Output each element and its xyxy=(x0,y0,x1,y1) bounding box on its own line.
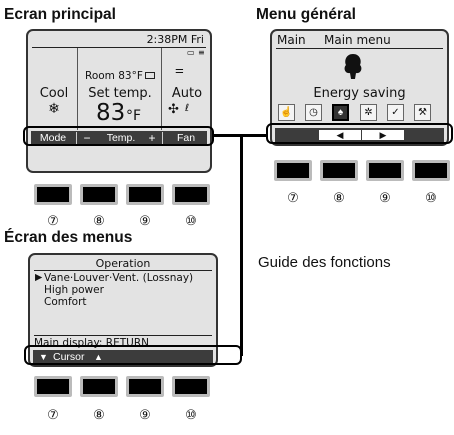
function-button-f1[interactable] xyxy=(274,160,312,181)
button-number-10: ⑩ xyxy=(425,190,437,205)
vane-icon: ≡ xyxy=(198,48,205,57)
set-temp-label: Set temp. xyxy=(88,86,152,101)
button-number-7: ⑦ xyxy=(47,407,59,422)
main-screen-lcd: 2:38PM Fri ▭ ≡ Room 83°F ⚌ Cool Set temp… xyxy=(26,29,212,173)
right-arrow-icon: ▶ xyxy=(362,130,404,140)
room-temperature: Room 83°F xyxy=(85,70,143,82)
menu-screen-divider xyxy=(34,270,212,271)
button-number-8: ⑧ xyxy=(93,213,105,228)
left-arrow-icon: ◀ xyxy=(319,130,361,140)
heading-menu-screen: Écran des menus xyxy=(4,229,133,246)
function-button-f2[interactable] xyxy=(80,376,118,397)
button-number-7: ⑦ xyxy=(287,190,299,205)
sensor-icon xyxy=(145,72,155,79)
main-function-bar: Mode − Temp. + Fan xyxy=(31,131,207,146)
minus-label: − xyxy=(83,131,91,145)
menu-item-label: Energy saving xyxy=(313,86,406,101)
menu-title-divider xyxy=(276,48,443,49)
button-number-7: ⑦ xyxy=(47,213,59,228)
list-item: Vane·Louver·Vent. (Lossnay) xyxy=(44,272,194,284)
heading-main-screen: Ecran principal xyxy=(4,6,116,23)
tools-icon: ⚒ xyxy=(414,104,431,121)
menu-screen-lcd: Operation ▶ Vane·Louver·Vent. (Lossnay) … xyxy=(28,253,218,367)
function-button-f2[interactable] xyxy=(80,184,118,205)
cool-snowflake-icon: ❄ xyxy=(48,101,60,117)
down-arrow-icon: ▼ xyxy=(39,352,48,362)
cursor-label: Cursor xyxy=(53,351,85,363)
function-button-f4[interactable] xyxy=(172,184,210,205)
function-separator xyxy=(76,132,77,145)
function-bar-highlight-main xyxy=(23,126,214,146)
gear-icon: ✲ xyxy=(360,104,377,121)
function-button-f4[interactable] xyxy=(172,376,210,397)
footer-divider xyxy=(34,335,212,336)
function-label-temp: Temp. xyxy=(106,132,136,144)
function-bar-highlight-menu xyxy=(266,123,453,144)
function-button-f4[interactable] xyxy=(412,160,450,181)
louver-icon: ⚌ xyxy=(175,65,184,76)
fan-speed-icon: ℓ xyxy=(185,103,190,114)
list-item: Comfort xyxy=(44,296,87,308)
up-arrow-icon: ▲ xyxy=(94,352,103,362)
button-number-9: ⑨ xyxy=(139,407,151,422)
fan-icon: ✣ xyxy=(168,102,179,117)
energy-saving-large-icon xyxy=(344,54,362,79)
button-number-10: ⑩ xyxy=(185,213,197,228)
menu-title: Main menu xyxy=(324,33,391,47)
button-number-10: ⑩ xyxy=(185,407,197,422)
heading-general-menu: Menu général xyxy=(256,6,356,23)
plus-label: + xyxy=(148,131,156,145)
menu-screen-title: Operation xyxy=(95,257,151,270)
function-button-f1[interactable] xyxy=(34,184,72,205)
filter-icon: ▭ xyxy=(187,48,195,57)
selection-cursor-icon: ▶ xyxy=(35,272,43,283)
function-separator xyxy=(162,132,163,145)
temp-unit: °F xyxy=(126,108,142,124)
button-number-8: ⑧ xyxy=(93,407,105,422)
column-divider-right xyxy=(161,48,162,130)
energy-saving-icon: ♠ xyxy=(332,104,349,121)
connector-line xyxy=(240,134,243,356)
column-divider-left xyxy=(77,48,78,130)
list-item: High power xyxy=(44,284,104,296)
heading-function-guide: Guide des fonctions xyxy=(258,254,391,271)
function-label-mode: Mode xyxy=(39,132,67,144)
function-button-f2[interactable] xyxy=(320,160,358,181)
clock-icon: ◷ xyxy=(305,104,322,121)
menu-left-label: Main xyxy=(277,33,306,47)
function-label-fan: Fan xyxy=(176,132,196,144)
function-button-f3[interactable] xyxy=(126,184,164,205)
mode-label: Cool xyxy=(39,86,69,101)
status-divider xyxy=(32,47,206,48)
function-button-f3[interactable] xyxy=(366,160,404,181)
general-menu-lcd: Main Main menu Energy saving ☝ ◷ ♠ ✲ ✓ ⚒… xyxy=(270,29,449,146)
fan-mode-label: Auto xyxy=(171,86,203,101)
button-number-9: ⑨ xyxy=(379,190,391,205)
button-number-9: ⑨ xyxy=(139,213,151,228)
menu-function-bar: ◀ ▶ xyxy=(275,128,444,142)
function-bar-highlight-menu-screen xyxy=(24,345,242,365)
set-temp-value: 83 xyxy=(96,100,126,126)
button-number-8: ⑧ xyxy=(333,190,345,205)
function-button-f3[interactable] xyxy=(126,376,164,397)
check-icon: ✓ xyxy=(387,104,404,121)
clock-display: 2:38PM Fri xyxy=(146,33,204,46)
function-button-f1[interactable] xyxy=(34,376,72,397)
hand-icon: ☝ xyxy=(278,104,295,121)
cursor-function-bar: ▼ Cursor ▲ xyxy=(33,350,213,364)
